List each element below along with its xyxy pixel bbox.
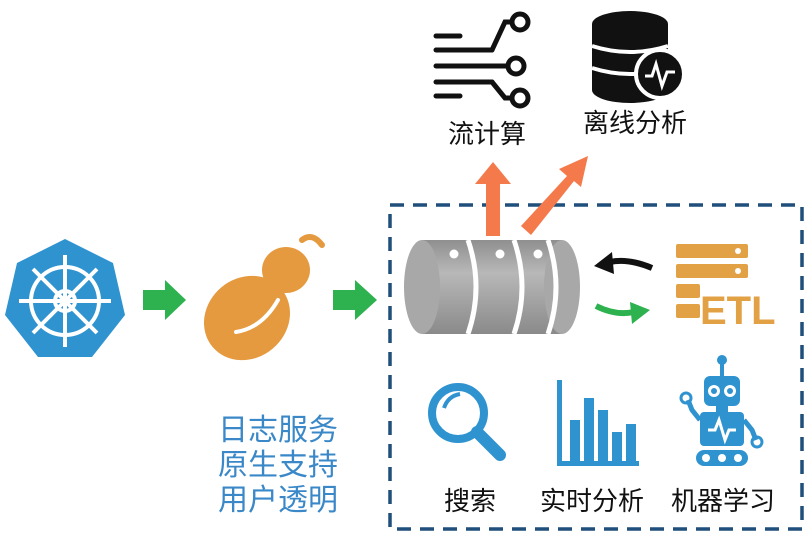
label-search: 搜索 (444, 487, 496, 517)
feature-line-1: 日志服务 (218, 413, 338, 448)
robot-icon (679, 355, 764, 466)
curve-arrow-forward (594, 302, 650, 324)
kubernetes-helm-icon (5, 239, 125, 357)
flow-arrow-2 (333, 280, 377, 320)
output-arrow-stream (475, 162, 511, 236)
storage-cylinder-icon (404, 239, 580, 335)
flow-arrow-1 (143, 280, 186, 320)
database-monitor-icon (591, 11, 686, 103)
label-offline: 离线分析 (583, 109, 687, 139)
bar-chart-icon (557, 380, 639, 466)
output-arrow-offline (521, 156, 588, 235)
label-stream: 流计算 (448, 120, 526, 150)
curve-arrow-back (594, 252, 654, 274)
feature-line-2: 原生支持 (218, 448, 338, 483)
stream-circuit-icon (433, 11, 531, 109)
feature-line-3: 用户透明 (218, 483, 338, 518)
magnifier-icon (428, 383, 506, 461)
etl-text: ETL (700, 289, 776, 333)
gourd-logo-icon (203, 233, 325, 361)
label-ml: 机器学习 (671, 487, 775, 517)
etl-server-icon: ETL (676, 244, 776, 333)
label-realtime: 实时分析 (540, 487, 644, 517)
